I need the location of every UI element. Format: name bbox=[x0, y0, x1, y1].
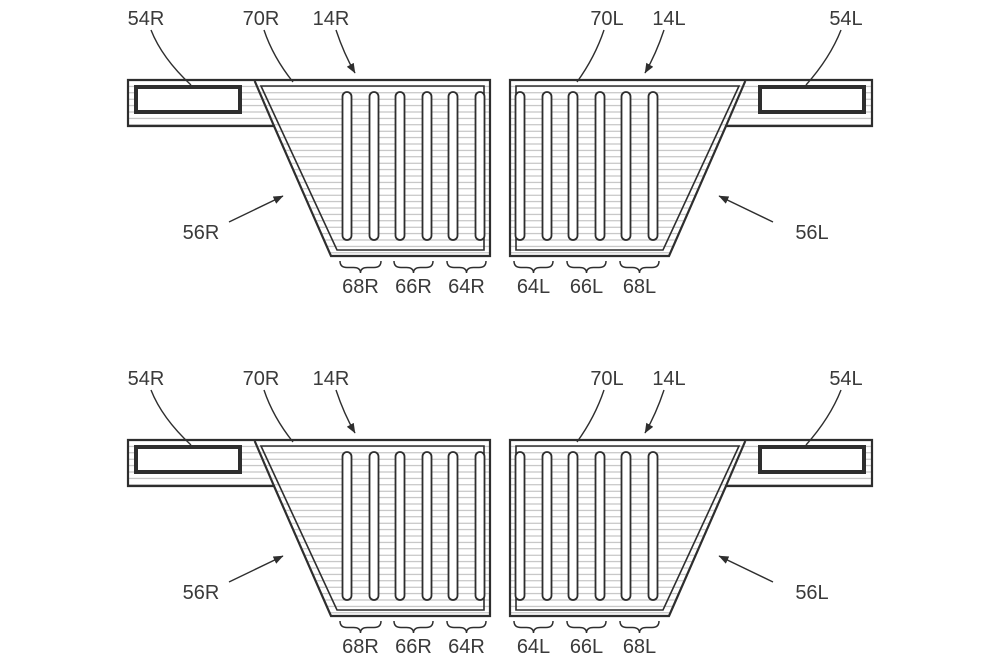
figure-bottom bbox=[128, 368, 872, 658]
figure-top bbox=[128, 8, 872, 298]
